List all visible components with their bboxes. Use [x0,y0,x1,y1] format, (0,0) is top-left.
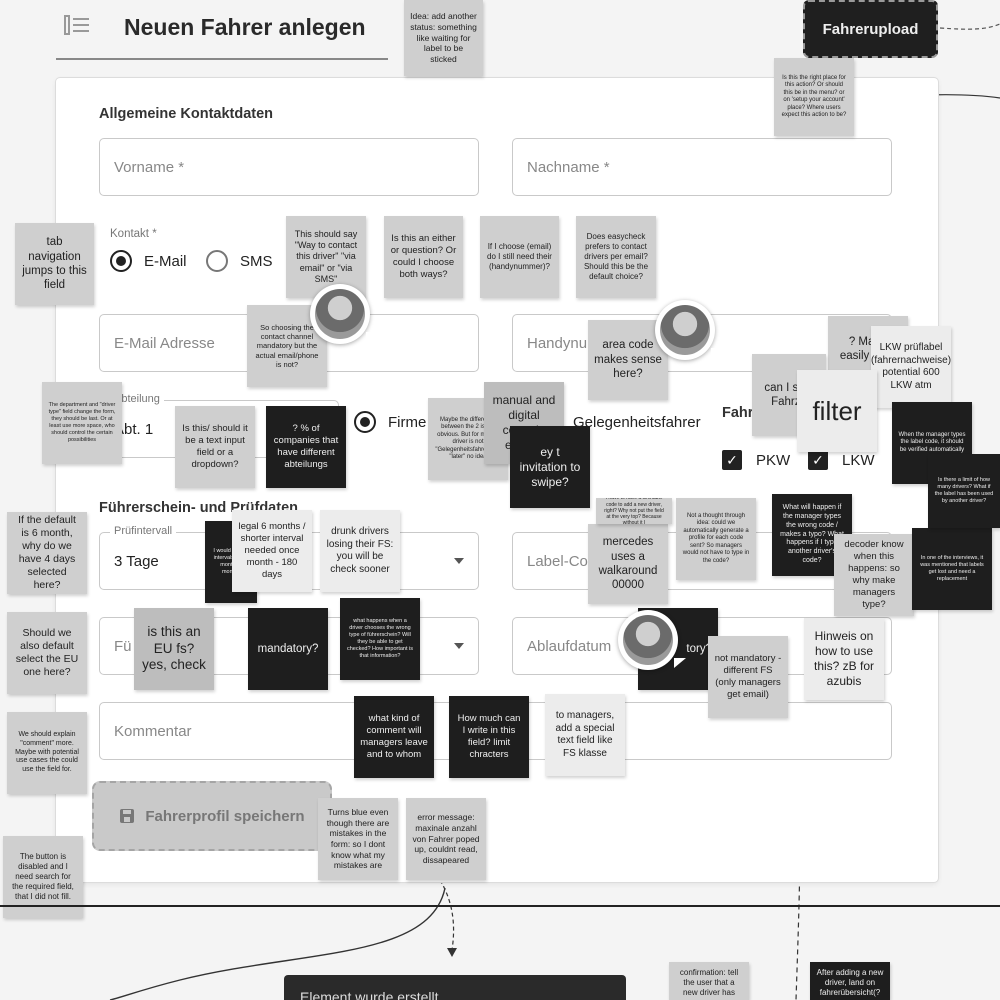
note-percent-abt: ? % of companies that have different abt… [266,406,346,488]
note-right-dark-2: Is there a limit of how many drivers? Wh… [928,454,1000,528]
department-value: Abt. 1 [114,420,154,438]
first-name-input[interactable]: Vorname * [99,138,479,196]
reviewer-avatar [618,610,686,670]
contact-email-radio[interactable] [110,250,132,272]
note-either-or: Is this an either or question? Or could … [384,216,463,298]
lkw-label: LKW [842,452,875,469]
driver-upload-button[interactable]: Fahrerupload [803,0,938,58]
list-icon[interactable] [64,14,90,36]
note-maybe-diff: Maybe the difference between the 2 is no… [428,398,508,480]
note-hinweis: Hinweis on how to use this? zB for azubi… [804,618,884,700]
note-turns-blue: Turns blue even though there are mistake… [318,798,398,880]
note-right-dark: In one of the interviews, it was mention… [912,528,992,610]
note-status: Idea: add another status: something like… [404,0,483,76]
success-toast: Element wurde erstellt [284,975,626,1000]
driver-type-company-radio[interactable] [354,411,376,433]
save-driver-button[interactable]: Fahrerprofil speichern [92,781,332,851]
contact-sms-label: SMS [240,253,273,270]
note-dropdown-text: The department and "driver type" field c… [42,382,122,464]
note-easycheck: Does easycheck prefers to contact driver… [576,216,656,298]
note-drunk: drunk drivers losing their FS: you will … [320,510,400,592]
note-after-adding: After adding a new driver, land on fahre… [810,962,890,1000]
contact-label: Kontakt * [110,228,157,240]
save-button-label: Fahrerprofil speichern [145,807,305,825]
vehicle-label: Fahr [722,405,754,421]
frame-divider [0,905,1000,907]
pkw-label: PKW [756,452,791,469]
note-default-eu: Should we also default select the EU one… [7,612,87,694]
save-icon [120,809,135,823]
note-need-label: I have to have a sim/label code to add a… [596,498,672,524]
chevron-down-icon [454,643,464,649]
note-eu-fs: is this an EU fs? yes, check [134,608,214,690]
note-choose-email: If I choose (email) do I still need thei… [480,216,559,298]
note-how-much: How much can I write in this field? limi… [449,696,529,778]
note-decoder: decoder know when this happens: so why m… [834,534,914,616]
note-way-to-contact: This should say "Way to contact this dri… [286,216,366,298]
note-not-mandatory: not mandatory - different FS (only manag… [708,636,788,718]
department-label: Abteilung [110,393,164,405]
pkw-checkbox[interactable]: ✓ [722,450,742,470]
driver-type-company-label: Firme [388,414,427,431]
note-comment-kind: what kind of comment will managers leave… [354,696,434,778]
note-wrong-type: what happens when a driver chooses the w… [340,598,420,680]
reviewer-avatar [655,300,723,360]
note-text-or-dropdown: Is this/ should it be a text input field… [175,406,255,488]
lkw-checkbox[interactable]: ✓ [808,450,828,470]
page-title: Neuen Fahrer anlegen [124,14,366,40]
note-tab-nav: tab navigation jumps to this field [15,223,94,305]
contact-email-label: E-Mail [144,253,187,270]
note-right-place: Is this the right place for this action?… [774,58,854,136]
license-type-placeholder: Fü [114,637,132,655]
note-special-field: to managers, add a special text field li… [545,694,625,776]
note-default-6: If the default is 6 month, why do we hav… [7,512,87,594]
chevron-down-icon [454,558,464,564]
note-filter: filter [797,370,877,452]
note-disabled: The button is disabled and I need search… [3,836,83,918]
title-divider [56,58,388,60]
driver-type-occasional-label: Gelegenheitsfahrer [573,414,701,431]
note-explain-comment: We should explain "comment" more. Maybe … [7,712,87,794]
last-name-input[interactable]: Nachname * [512,138,892,196]
interval-label: Prüfintervall [110,525,177,537]
note-legal-6: legal 6 months / shorter interval needed… [232,510,312,592]
reviewer-avatar [310,284,378,344]
note-mercedes: mercedes uses a walkaround 00000 [588,524,668,604]
note-lkw-pruef: LKW prüflabel (fahrernachweise) potentia… [871,326,951,408]
note-error-msg: error message: maxinale anzahl von Fahre… [406,798,486,880]
interval-value: 3 Tage [114,552,159,570]
contact-sms-radio[interactable] [206,250,228,272]
note-invitation: ey t invitation to swipe? [510,426,590,508]
contact-section-title: Allgemeine Kontaktdaten [99,106,274,122]
note-confirm: confirmation: tell the user that a new d… [669,962,749,1000]
note-mandatory: mandatory? [248,608,328,690]
note-no-thought: Not a thought through idea: could we aut… [676,498,756,580]
note-area-code: area code makes sense here? [588,320,668,400]
